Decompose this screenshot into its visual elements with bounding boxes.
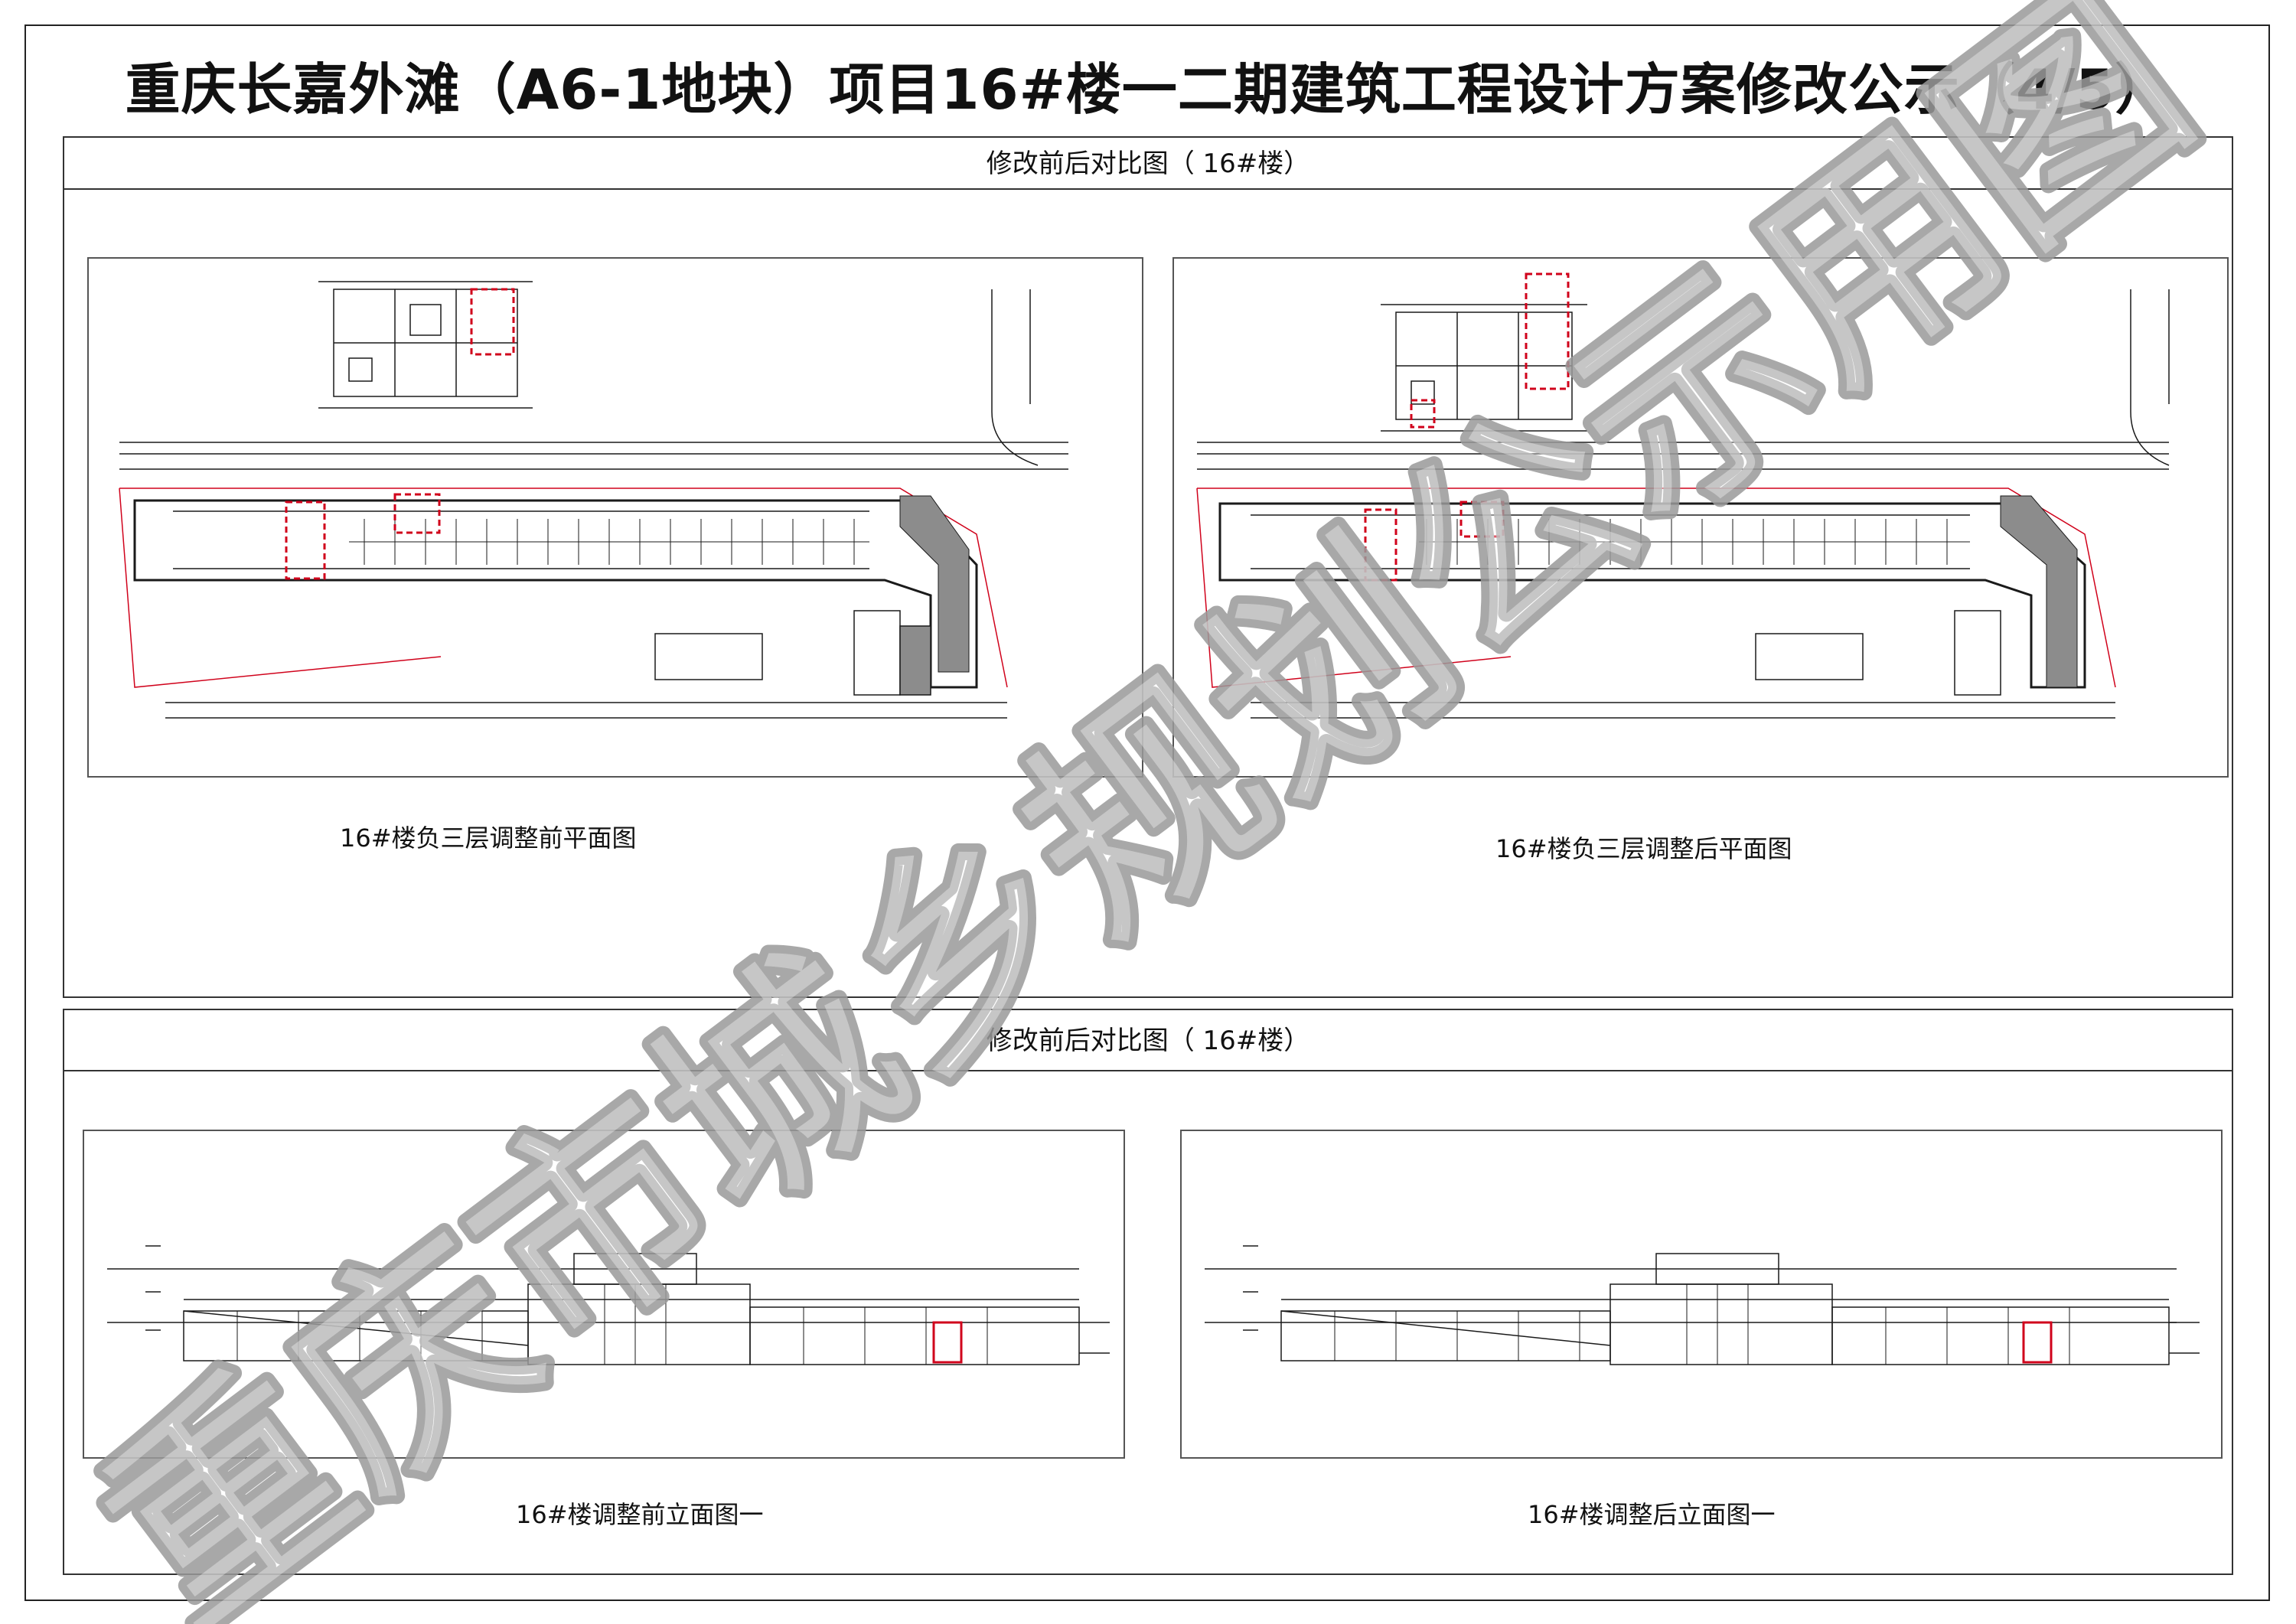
comparison-panel-plans: 修改前后对比图（ 16#楼） <box>63 136 2233 998</box>
floor-plan-before <box>87 257 1143 778</box>
elevation-before-drawing <box>107 1245 1110 1365</box>
panel-header-elevations: 修改前后对比图（ 16#楼） <box>64 1010 2232 1071</box>
elevation-before <box>83 1130 1125 1459</box>
elevation-after-drawing <box>1205 1245 2200 1365</box>
page-frame <box>24 24 2270 1601</box>
plan-before-caption: 16#楼负三层调整前平面图 <box>340 823 637 853</box>
floor-plan-after-drawing <box>1196 272 2170 719</box>
elevation-after-caption: 16#楼调整后立面图一 <box>1528 1500 1776 1529</box>
elevation-after <box>1180 1130 2223 1459</box>
floor-plan-before-drawing <box>119 281 1068 719</box>
panel-header: 修改前后对比图（ 16#楼） <box>64 138 2232 190</box>
floor-plan-after <box>1172 257 2229 778</box>
page-title: 重庆长嘉外滩（A6-1地块）项目16#楼一二期建筑工程设计方案修改公示（4/5） <box>125 57 2171 122</box>
plan-after-caption: 16#楼负三层调整后平面图 <box>1495 834 1792 863</box>
elevation-before-caption: 16#楼调整前立面图一 <box>516 1500 764 1529</box>
comparison-panel-elevations: 修改前后对比图（ 16#楼） 16#楼调整前立面图一 <box>63 1009 2233 1575</box>
